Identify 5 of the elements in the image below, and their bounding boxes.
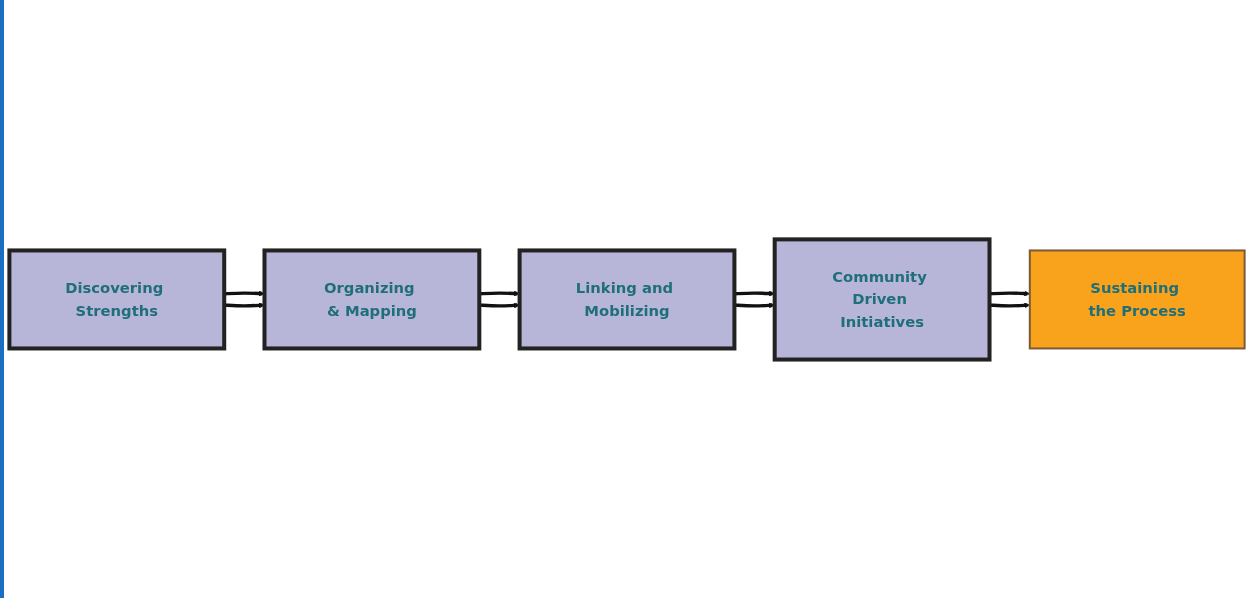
node-box: Community Driven Initiatives: [772, 236, 992, 362]
node-box: Organizing & Mapping: [262, 247, 482, 351]
node-box: Sustaining the Process: [1028, 249, 1246, 349]
node-box: Linking and Mobilizing: [517, 247, 737, 351]
node-box: Discovering Strengths: [7, 247, 227, 351]
